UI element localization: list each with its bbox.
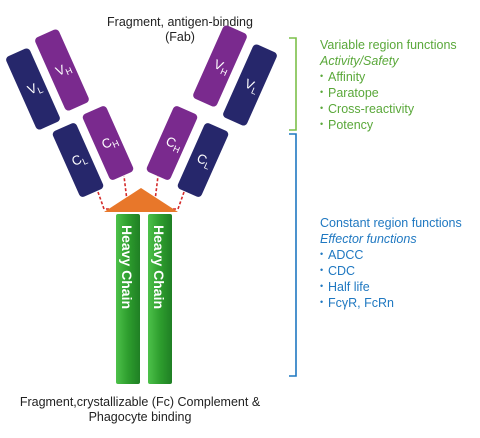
right-ch-text: CH	[163, 133, 184, 155]
constant-region-bracket	[289, 133, 297, 377]
right-heavy-chain-stem	[148, 214, 172, 384]
fab-label: Fragment, antigen-binding (Fab)	[70, 15, 290, 45]
constant-item: CDC	[320, 262, 462, 279]
right-ch-domain: CH	[146, 106, 198, 180]
variable-region-bracket	[289, 37, 297, 131]
variable-item: Affinity	[320, 68, 457, 85]
right-cl-domain: CL	[177, 123, 229, 197]
variable-item: Potency	[320, 116, 457, 133]
constant-item: Half life	[320, 278, 462, 295]
right-vl-text: VL	[242, 76, 261, 97]
left-vl-domain: VL	[6, 48, 60, 130]
left-cl-domain: CL	[52, 123, 104, 197]
constant-region-title: Constant region functions	[320, 216, 462, 230]
constant-region-panel: Constant region functions Effector funct…	[320, 215, 462, 311]
fab-label-line1: Fragment, antigen-binding	[107, 15, 253, 29]
right-cl-text: CL	[194, 150, 214, 171]
variable-region-title: Variable region functions	[320, 38, 457, 52]
constant-item: ADCC	[320, 246, 462, 263]
left-vh-domain: VH	[35, 29, 89, 111]
right-vh-text: VH	[211, 56, 232, 78]
fc-label-line2: Phagocyte binding	[88, 410, 192, 424]
variable-region-panel: Variable region functions Activity/Safet…	[320, 37, 457, 133]
left-heavy-chain-label: Heavy Chain	[119, 225, 135, 309]
left-heavy-chain-stem	[116, 214, 140, 384]
fc-label-line1: Fragment,crystallizable (Fc) Complement …	[19, 395, 261, 409]
variable-item: Cross-reactivity	[320, 100, 457, 117]
fc-label: Fragment,crystallizable (Fc) Complement …	[5, 395, 275, 425]
constant-region-subtitle: Effector functions	[320, 232, 417, 246]
fab-label-line2: (Fab)	[165, 30, 195, 44]
right-heavy-chain-label: Heavy Chain	[151, 225, 167, 309]
hinge-triangle	[104, 188, 178, 212]
variable-item: Paratope	[320, 84, 457, 101]
right-vl-domain: VL	[223, 44, 277, 126]
right-vh-domain: VH	[193, 25, 247, 107]
left-ch-domain: CH	[82, 106, 134, 180]
variable-region-subtitle: Activity/Safety	[320, 54, 399, 68]
constant-item: FcγR, FcRn	[320, 294, 462, 311]
